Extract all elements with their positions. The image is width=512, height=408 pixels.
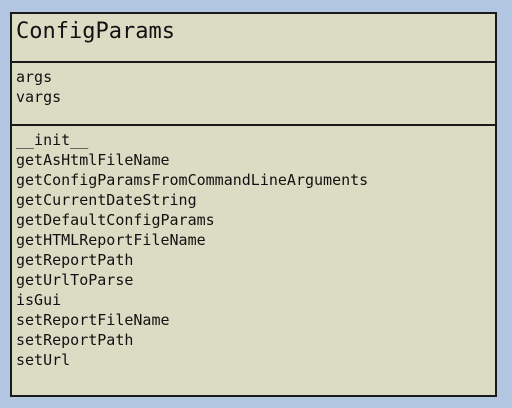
- method-item: getDefaultConfigParams: [16, 211, 215, 229]
- uml-class-box: ConfigParams args vargs __init__ getAsHt…: [10, 12, 497, 397]
- method-item: __init__: [16, 131, 89, 149]
- methods-compartment: __init__ getAsHtmlFileName getConfigPara…: [12, 126, 495, 370]
- attribute-item: args: [16, 68, 53, 86]
- attributes-compartment: args vargs: [12, 63, 495, 126]
- method-item: getUrlToParse: [16, 271, 134, 289]
- method-item: getHTMLReportFileName: [16, 231, 206, 249]
- method-item: getReportPath: [16, 251, 134, 269]
- class-name: ConfigParams: [12, 14, 495, 63]
- method-item: setReportFileName: [16, 311, 170, 329]
- method-item: getCurrentDateString: [16, 191, 197, 209]
- method-item: setUrl: [16, 351, 71, 369]
- method-item: isGui: [16, 291, 62, 309]
- method-item: setReportPath: [16, 331, 134, 349]
- attribute-item: vargs: [16, 88, 62, 106]
- method-item: getConfigParamsFromCommandLineArguments: [16, 171, 369, 189]
- method-item: getAsHtmlFileName: [16, 151, 170, 169]
